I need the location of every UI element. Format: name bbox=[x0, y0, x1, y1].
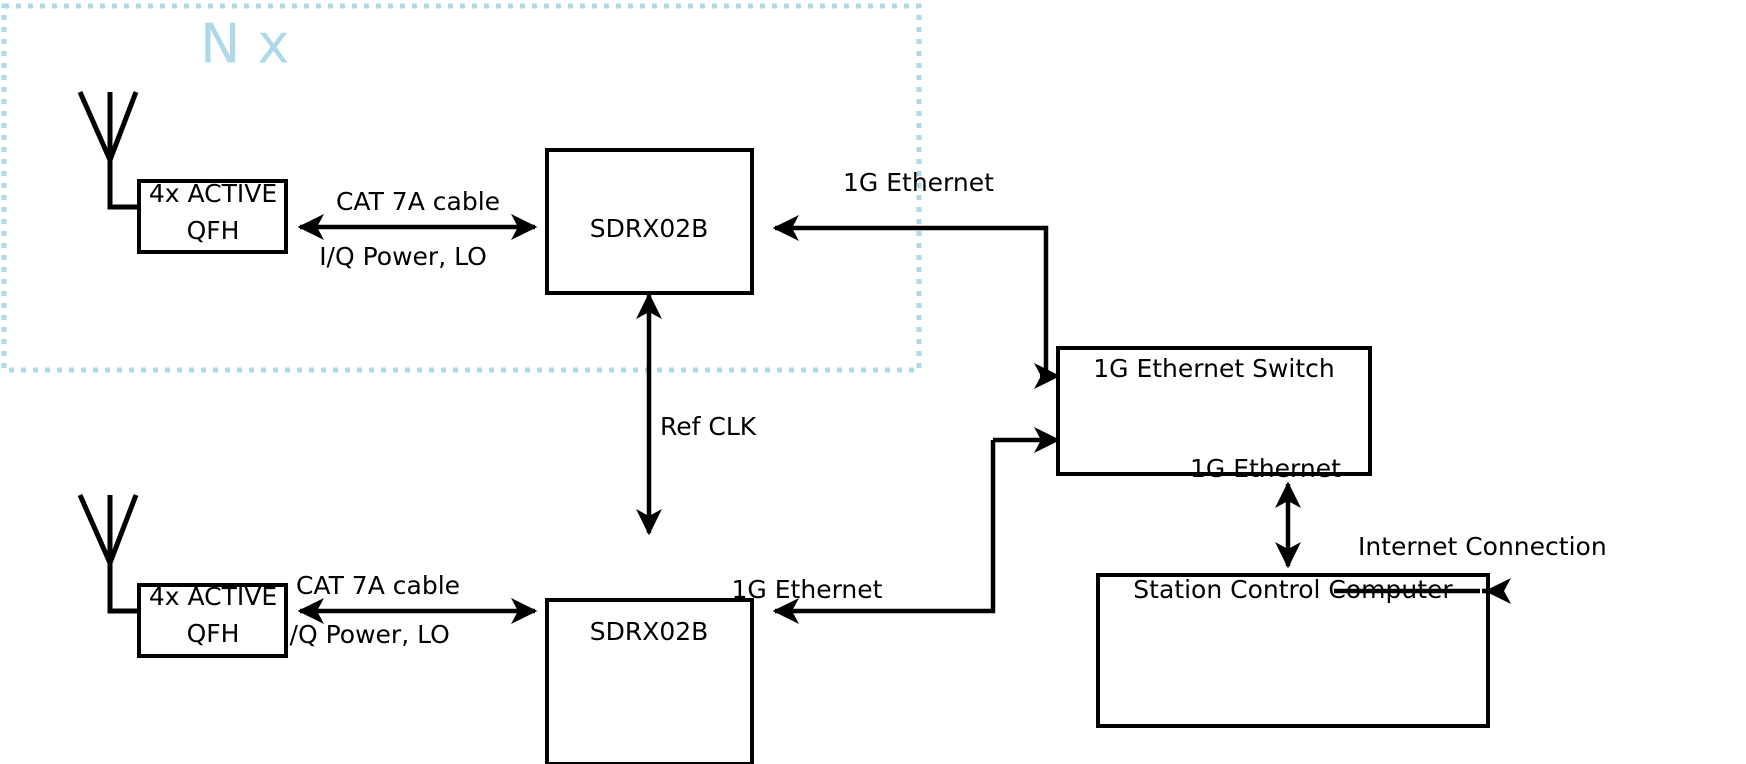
box-station-control-computer-label: Station Control Computer bbox=[1133, 575, 1453, 604]
edge-label-cat7a-top: CAT 7A cable bbox=[336, 187, 500, 216]
edge-label-internet-connection: Internet Connection bbox=[1358, 532, 1607, 561]
box-qfh-bottom-label-line2: QFH bbox=[187, 619, 240, 648]
box-qfh-top-label-line2: QFH bbox=[187, 216, 240, 245]
edge-label-eth-switch-computer: 1G Ethernet bbox=[1190, 454, 1341, 483]
box-sdr-bottom-label: SDRX02B bbox=[590, 617, 709, 646]
box-qfh-top-label-line1: 4x ACTIVE bbox=[149, 179, 277, 208]
edge-label-eth-top: 1G Ethernet bbox=[843, 168, 994, 197]
box-sdr-top[interactable] bbox=[545, 148, 754, 295]
box-ethernet-switch[interactable] bbox=[1056, 346, 1372, 476]
connector-sdr-top-switch bbox=[772, 215, 1049, 376]
connector-sdr-bottom-switch bbox=[772, 440, 996, 624]
box-station-control-computer[interactable] bbox=[1096, 573, 1490, 728]
nx-group-border bbox=[1, 3, 922, 373]
edge-label-ref-clk: Ref CLK bbox=[660, 412, 757, 441]
box-qfh-bottom-label-line1: 4x ACTIVE bbox=[149, 582, 277, 611]
box-qfh-top[interactable] bbox=[137, 179, 288, 254]
box-qfh-bottom[interactable] bbox=[137, 583, 288, 658]
antenna-icon-top bbox=[77, 90, 139, 210]
edge-label-iq-bottom: I/Q Power, LO bbox=[282, 620, 450, 649]
edge-label-cat7a-bottom: CAT 7A cable bbox=[296, 571, 460, 600]
edge-label-iq-top: I/Q Power, LO bbox=[319, 242, 487, 271]
nx-group-caption: N x bbox=[200, 13, 290, 76]
box-ethernet-switch-label: 1G Ethernet Switch bbox=[1093, 354, 1335, 383]
box-sdr-bottom[interactable] bbox=[545, 598, 754, 764]
edge-label-eth-bottom: 1G Ethernet bbox=[732, 575, 883, 604]
box-sdr-top-label: SDRX02B bbox=[590, 214, 709, 243]
antenna-icon-bottom bbox=[77, 493, 139, 614]
